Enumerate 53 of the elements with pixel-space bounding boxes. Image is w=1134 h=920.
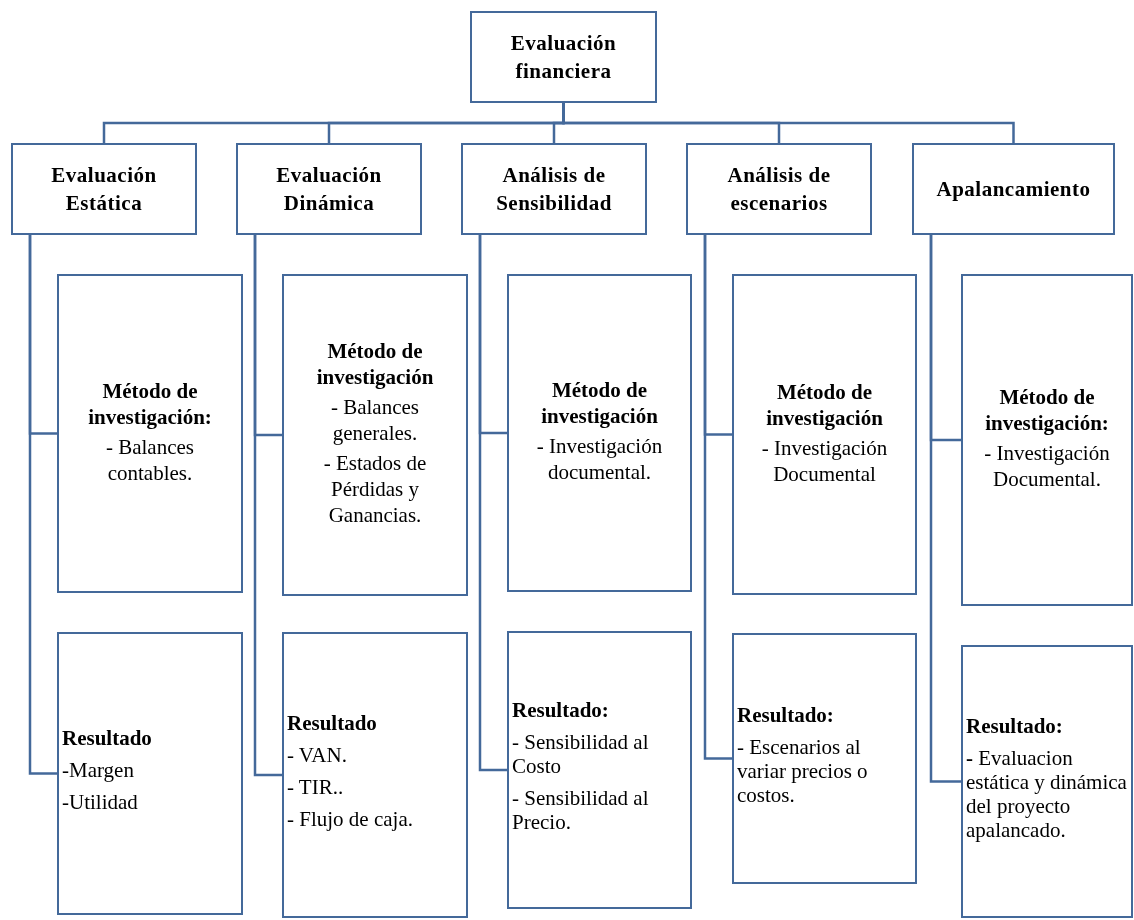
section-heading: Método de investigación (540, 377, 659, 429)
category-box (470, 11, 657, 103)
category-box (686, 143, 872, 235)
content-box (732, 274, 917, 595)
list-item: - Escenarios al variar precios o costos. (737, 734, 869, 807)
section-heading: Resultado (62, 725, 153, 750)
list-item: - Investigación Documental. (983, 440, 1111, 492)
list-item: -Margen (62, 757, 135, 782)
content-box (732, 633, 917, 884)
content-box (961, 645, 1133, 918)
node-title: Evaluación Estática (50, 162, 158, 217)
content-box (57, 274, 243, 593)
connector-line (28, 235, 57, 775)
node-title: Análisis de Sensibilidad (495, 162, 613, 217)
content-box (57, 632, 243, 915)
list-item: - Evaluacion estática y dinámica del proyecto apalancado. (966, 745, 1128, 842)
node-title: Análisis de escenarios (726, 162, 832, 217)
section-heading: Método de investigación: (87, 377, 213, 430)
list-item: - Sensibilidad al Costo (512, 730, 650, 778)
list-item: - Sensibilidad al Precio. (512, 786, 650, 834)
connector-line (703, 235, 732, 760)
section-heading: Resultado: (966, 713, 1064, 738)
content-box (282, 632, 468, 918)
section-heading: Resultado: (737, 702, 835, 727)
content-box (507, 274, 692, 592)
category-box (461, 143, 647, 235)
category-box (912, 143, 1115, 235)
category-box (11, 143, 197, 235)
section-heading: Método de investigación (765, 378, 884, 431)
list-item: - TIR.. (287, 775, 345, 799)
connector-line (562, 103, 1015, 143)
connector-line (929, 235, 961, 783)
list-item: - Balances generales. (329, 394, 420, 446)
section-heading: Resultado: (512, 698, 610, 722)
list-item: - Balances contables. (104, 433, 195, 486)
content-box (282, 274, 468, 596)
section-heading: Método de investigación: (984, 384, 1110, 436)
list-item: - VAN. (287, 743, 348, 767)
section-heading: Resultado (287, 711, 378, 735)
node-title: Evaluación financiera (509, 30, 618, 85)
node-title: Apalancamiento (936, 176, 1091, 203)
list-item: -Utilidad (62, 789, 139, 814)
list-item: - Estados de Pérdidas y Ganancias. (322, 450, 428, 528)
content-box (507, 631, 692, 909)
content-box (961, 274, 1133, 606)
connector-line (478, 235, 507, 772)
list-item: - Flujo de caja. (287, 807, 414, 831)
category-box (236, 143, 422, 235)
section-heading: Método de investigación (315, 338, 435, 390)
node-title: Evaluación Dinámica (275, 162, 383, 217)
list-item: - Investigación Documental (760, 434, 889, 487)
list-item: - Investigación documental. (535, 433, 664, 485)
connector-line (253, 235, 282, 777)
